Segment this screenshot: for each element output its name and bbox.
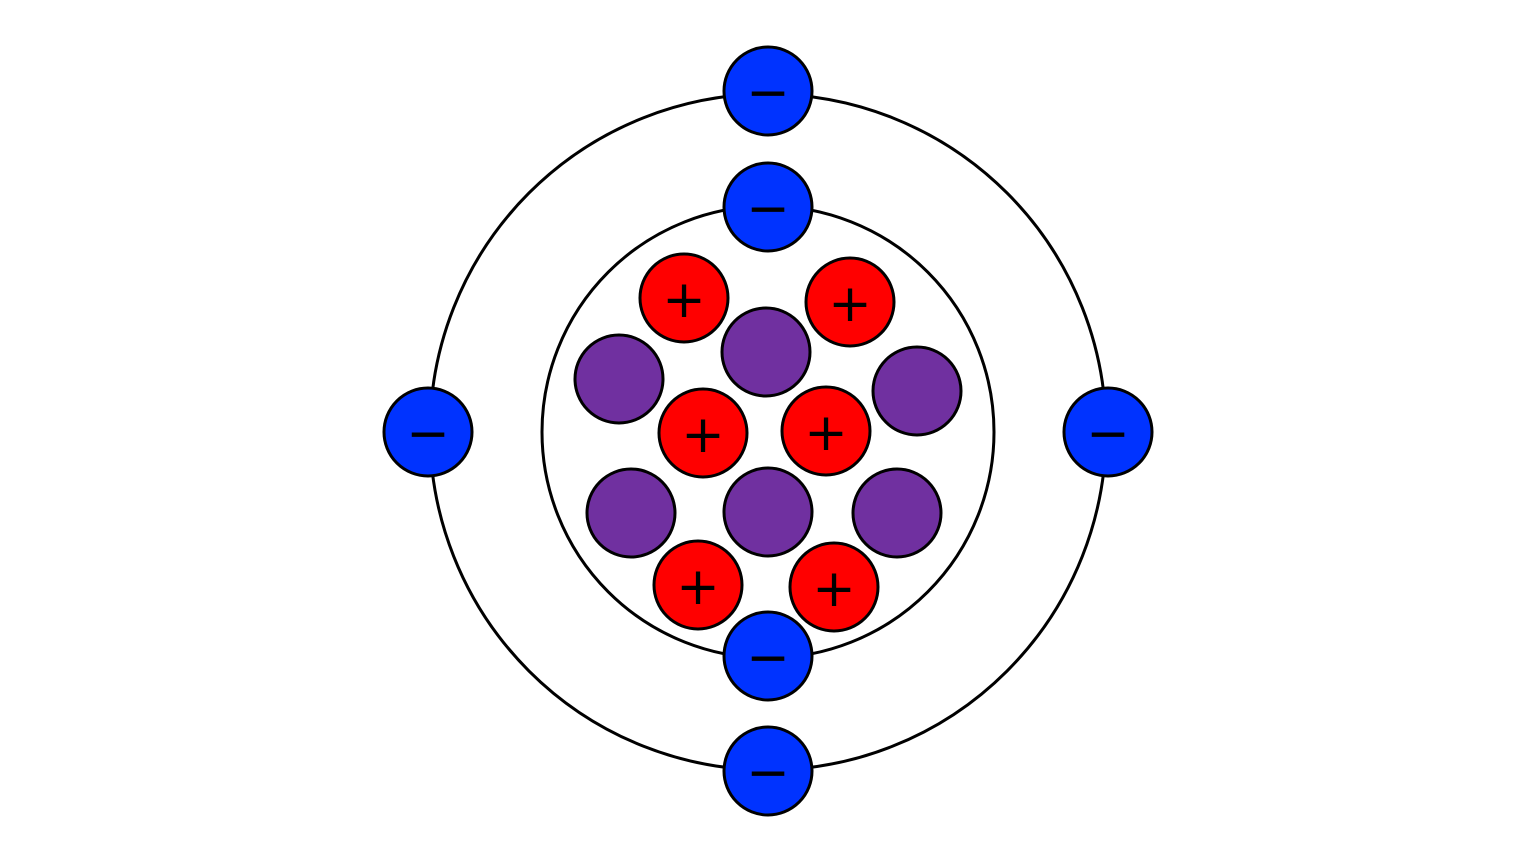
proton-4: + (780, 385, 872, 477)
proton-3: + (657, 387, 749, 479)
proton-circle (657, 387, 749, 479)
neutron-5 (722, 466, 814, 558)
neutron-1 (573, 333, 665, 425)
electron-4: − (722, 725, 814, 817)
electron-circle (1062, 386, 1154, 478)
neutron-circle (722, 466, 814, 558)
proton-5: + (652, 539, 744, 631)
neutron-2 (720, 306, 812, 398)
electron-2: − (722, 610, 814, 702)
neutron-3 (871, 345, 963, 437)
electron-3: − (722, 45, 814, 137)
neutron-circle (573, 333, 665, 425)
electron-circle (382, 386, 474, 478)
neutron-4 (585, 467, 677, 559)
electron-charge-sign: − (746, 743, 790, 803)
electron-1: − (722, 161, 814, 253)
electron-charge-sign: − (746, 179, 790, 239)
proton-charge-sign: + (812, 559, 856, 619)
electron-5: − (382, 386, 474, 478)
proton-charge-sign: + (681, 405, 725, 465)
electron-charge-sign: − (746, 63, 790, 123)
proton-2: + (804, 256, 896, 348)
particles-layer: ++++++−−−−−− (382, 45, 1154, 817)
electron-6: − (1062, 386, 1154, 478)
electron-circle (722, 161, 814, 253)
proton-circle (804, 256, 896, 348)
electron-circle (722, 725, 814, 817)
proton-charge-sign: + (662, 270, 706, 330)
electron-charge-sign: − (746, 628, 790, 688)
neutron-circle (851, 467, 943, 559)
electron-circle (722, 610, 814, 702)
neutron-circle (871, 345, 963, 437)
proton-charge-sign: + (804, 403, 848, 463)
neutron-circle (585, 467, 677, 559)
proton-6: + (788, 541, 880, 633)
electron-charge-sign: − (1086, 404, 1130, 464)
proton-circle (780, 385, 872, 477)
proton-charge-sign: + (676, 557, 720, 617)
proton-circle (652, 539, 744, 631)
electron-circle (722, 45, 814, 137)
proton-charge-sign: + (828, 274, 872, 334)
proton-circle (788, 541, 880, 633)
electron-charge-sign: − (406, 404, 450, 464)
neutron-6 (851, 467, 943, 559)
neutron-circle (720, 306, 812, 398)
proton-circle (638, 252, 730, 344)
proton-1: + (638, 252, 730, 344)
